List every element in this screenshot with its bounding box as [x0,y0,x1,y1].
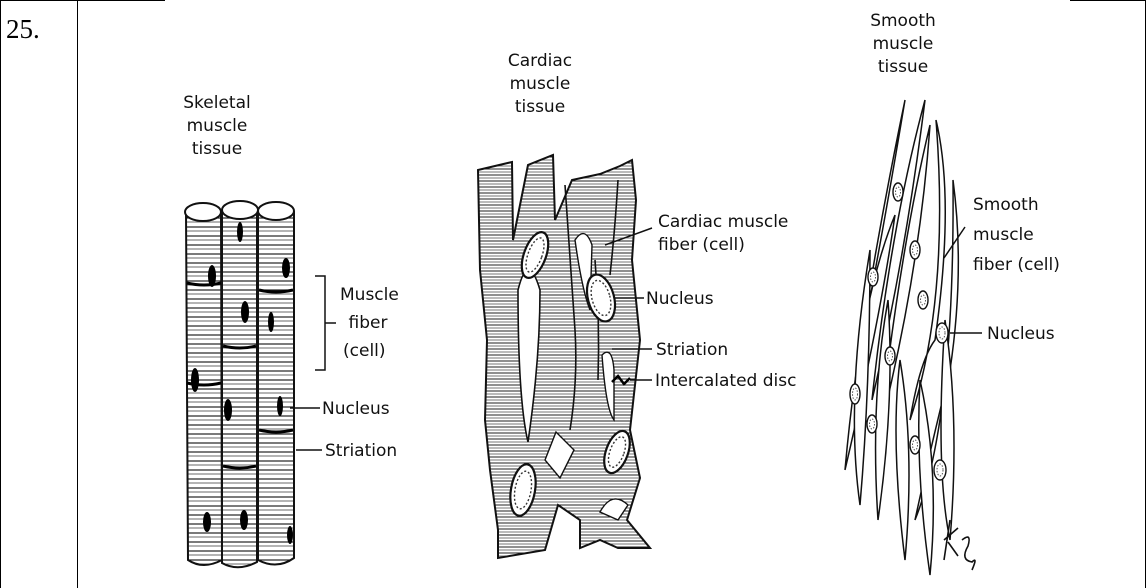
cardiac-striation-label: Striation [656,340,728,360]
skeletal-fiber-label-3: (cell) [343,341,386,361]
smooth-title-line-2: muscle [873,34,934,54]
cardiac-nucleus-label: Nucleus [646,289,714,309]
skeletal-title-line-3: tissue [192,139,242,159]
skeletal-fiber-3 [258,202,294,565]
muscle-fiber-bracket [315,276,336,370]
smooth-title-line-3: tissue [878,57,928,77]
smooth-muscle-figure: Smooth muscle tissue [845,11,1060,575]
cardiac-title-line-3: tissue [515,97,565,117]
cardiac-muscle-figure: Cardiac muscle tissue [478,51,796,558]
smooth-nucleus-label: Nucleus [987,324,1055,344]
cardiac-disc-label: Intercalated disc [655,371,796,391]
illustrator-signature [944,520,975,570]
cardiac-fiber-label-2: fiber (cell) [658,235,745,255]
skeletal-muscle-figure: Skeletal muscle tissue [183,93,399,567]
skeletal-fiber-label-1: Muscle [340,285,399,305]
cardiac-fiber-mass [478,155,650,558]
smooth-fiber-label-3: fiber (cell) [973,255,1060,275]
skeletal-nucleus-label: Nucleus [322,399,390,419]
smooth-title-line-1: Smooth [870,11,936,31]
cardiac-title-line-1: Cardiac [508,51,572,71]
skeletal-fiber-label-2: fiber [349,313,388,333]
skeletal-striation-label: Striation [325,441,397,461]
smooth-fiber-label-1: Smooth [973,195,1039,215]
skeletal-title-line-2: muscle [187,116,248,136]
cardiac-title-line-2: muscle [510,74,571,94]
skeletal-fiber-2 [222,201,258,567]
skeletal-title-line-1: Skeletal [183,93,250,113]
cardiac-fiber-label-1: Cardiac muscle [658,212,788,232]
smooth-fiber-label-2: muscle [973,225,1034,245]
